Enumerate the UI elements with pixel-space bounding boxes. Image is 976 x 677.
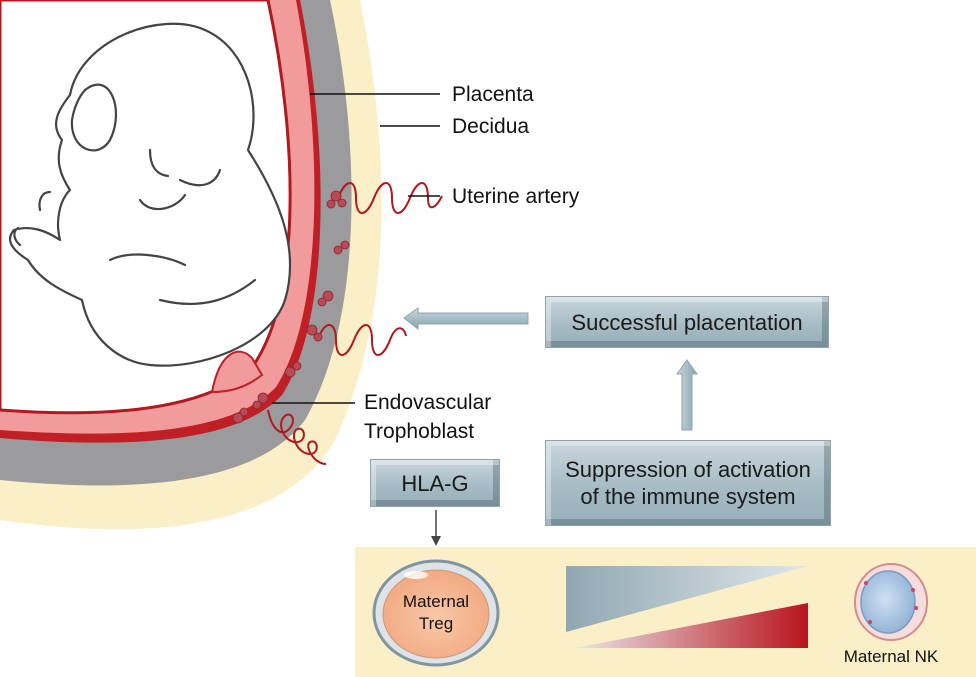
placenta-label: Placenta <box>452 83 534 106</box>
uterine-artery-label: Uterine artery <box>452 185 580 208</box>
endovascular-label: Endovascular <box>364 391 492 414</box>
suppression-box: Suppression of activation of the immune … <box>545 440 831 526</box>
nk-label: Maternal NK <box>843 647 939 666</box>
successful-placentation-label: Successful placentation <box>571 309 803 335</box>
left-arrow <box>403 307 529 331</box>
trophoblast-clusters <box>232 190 350 424</box>
placenta-bulge <box>210 350 264 394</box>
spiral-arteries <box>267 182 443 465</box>
successful-placentation-box: Successful placentation <box>545 296 829 348</box>
trophoblast-label: Trophoblast <box>364 420 475 443</box>
treg-gradient-wedge <box>566 566 808 632</box>
fetus-illustration <box>9 22 292 367</box>
treg-label-line1: Maternal <box>402 592 470 611</box>
nk-cell <box>854 563 928 641</box>
nk-gradient-wedge <box>575 603 808 648</box>
down-arrow-head <box>431 536 441 546</box>
leader-lines <box>272 93 440 404</box>
up-arrow <box>676 359 698 431</box>
decidua-label: Decidua <box>452 115 530 138</box>
treg-label-line2: Treg <box>418 614 454 633</box>
treg-cell <box>372 559 500 667</box>
hla-g-box: HLA-G <box>370 459 500 507</box>
suppression-label-line2: of the immune system <box>580 484 796 509</box>
suppression-label-line1: Suppression of activation <box>565 457 811 482</box>
hla-g-label: HLA-G <box>401 470 469 496</box>
